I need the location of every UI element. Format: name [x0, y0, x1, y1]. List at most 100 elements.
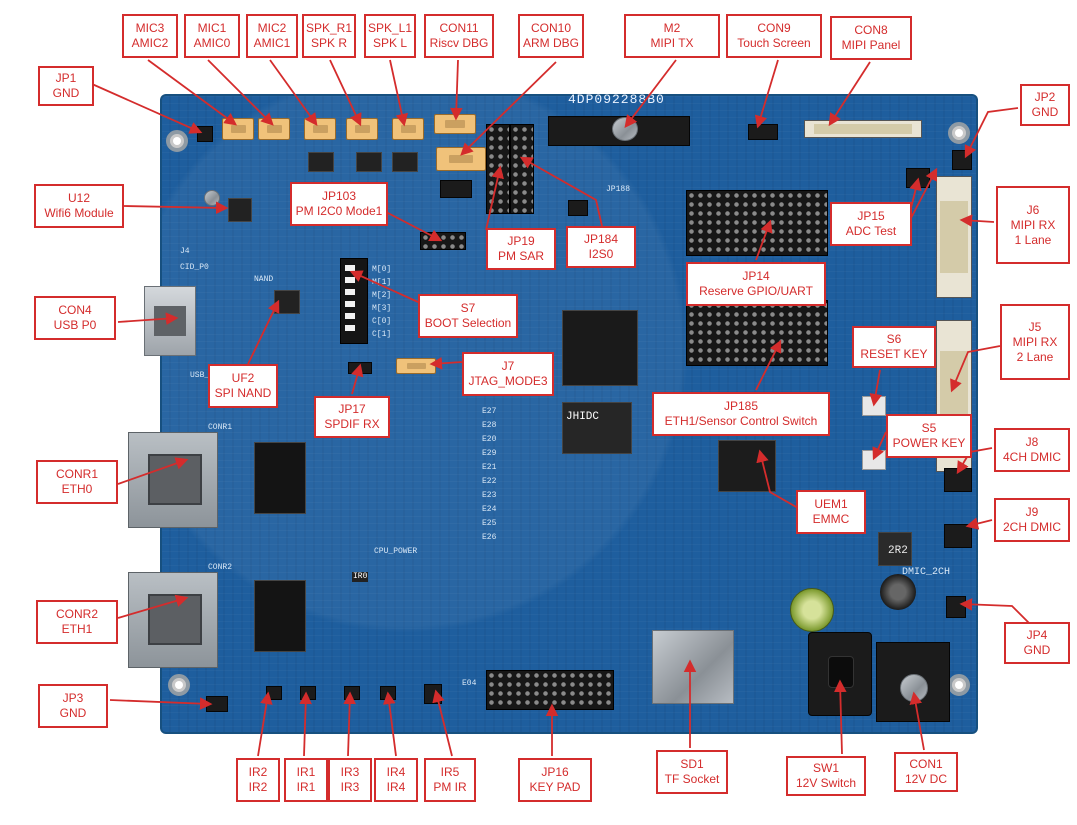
silk-dmic-2ch: DMIC_2CH [902, 567, 951, 578]
silk-e20: E20 [482, 435, 497, 444]
jp3-header [206, 696, 228, 712]
silk-e29: E29 [482, 449, 497, 458]
ir5-receiver [424, 684, 442, 704]
silk-boot-m0: M[0] [372, 265, 392, 274]
mount-hole-bottom-left [168, 674, 190, 696]
con11-connector [434, 114, 476, 134]
con9-connector [748, 124, 778, 140]
sw1-rocker [828, 656, 854, 688]
silk-e23: E23 [482, 491, 497, 500]
j8-4ch-dmic [944, 468, 972, 492]
jp185-header [686, 300, 828, 366]
mic2-connector [304, 118, 336, 140]
j6-mipi-rx-1lane [936, 176, 972, 298]
audio-chip [392, 152, 418, 172]
eth0-transformer [254, 442, 306, 514]
silk-boot-m2: M[2] [372, 291, 392, 300]
con10-connector [436, 147, 486, 171]
mount-hole-top-left [166, 130, 188, 152]
audio-chip [356, 152, 382, 172]
silk-2r2: 2R2 [888, 545, 908, 557]
silk-e24: E24 [482, 505, 497, 514]
silk-hidc: JHIDC [566, 411, 600, 423]
silk-e21: E21 [482, 463, 497, 472]
silk-boot-c0: C[0] [372, 317, 392, 326]
silk-boot-m3: M[3] [372, 304, 392, 313]
audio-chip [308, 152, 334, 172]
conr1-eth0 [128, 432, 218, 528]
silk-e28: E28 [482, 421, 497, 430]
silk-conr2: CONR2 [208, 563, 233, 572]
conr2-eth1 [128, 572, 218, 668]
silk-j4: J4 [180, 247, 190, 256]
ir2-receiver [266, 686, 282, 700]
ir3-receiver [344, 686, 360, 700]
silk-boot-m1: M[1] [372, 278, 392, 287]
mount-hole-top-right [948, 122, 970, 144]
inductor-2r2 [878, 532, 912, 566]
wifi-antenna-connector [204, 190, 220, 206]
m2-screw [612, 117, 638, 141]
jp1-header [197, 126, 213, 142]
jp17-header [348, 362, 372, 374]
jp16-keypad-header [486, 670, 614, 710]
mic3-connector [222, 118, 254, 140]
j9-2ch-dmic [944, 524, 972, 548]
con8-connector [804, 120, 922, 138]
silk-e04: E04 [462, 679, 477, 688]
j7-jtag-connector [396, 358, 436, 374]
u12-wifi6-module [228, 198, 252, 222]
ddr-memory [562, 402, 632, 454]
jp4-header [946, 596, 966, 618]
ir1-receiver [300, 686, 316, 700]
mic1-connector [258, 118, 290, 140]
jp19-header [486, 124, 510, 214]
silk-nand: NAND [254, 275, 274, 284]
silk-boot-c1: C[1] [372, 330, 392, 339]
jp184-header-pins [510, 124, 534, 214]
capacitor-black [880, 574, 916, 610]
uf2-spi-nand [274, 290, 300, 314]
spkr1-connector [346, 118, 378, 140]
silk-cpu-power: CPU_POWER [374, 547, 418, 556]
s7-boot-dip-switch [340, 258, 368, 344]
mount-hole-bottom-right [948, 674, 970, 696]
silk-e27: E27 [482, 407, 497, 416]
silk-conr1: CONR1 [208, 423, 233, 432]
con4-usb-p0 [144, 286, 196, 356]
header-small [440, 180, 472, 198]
